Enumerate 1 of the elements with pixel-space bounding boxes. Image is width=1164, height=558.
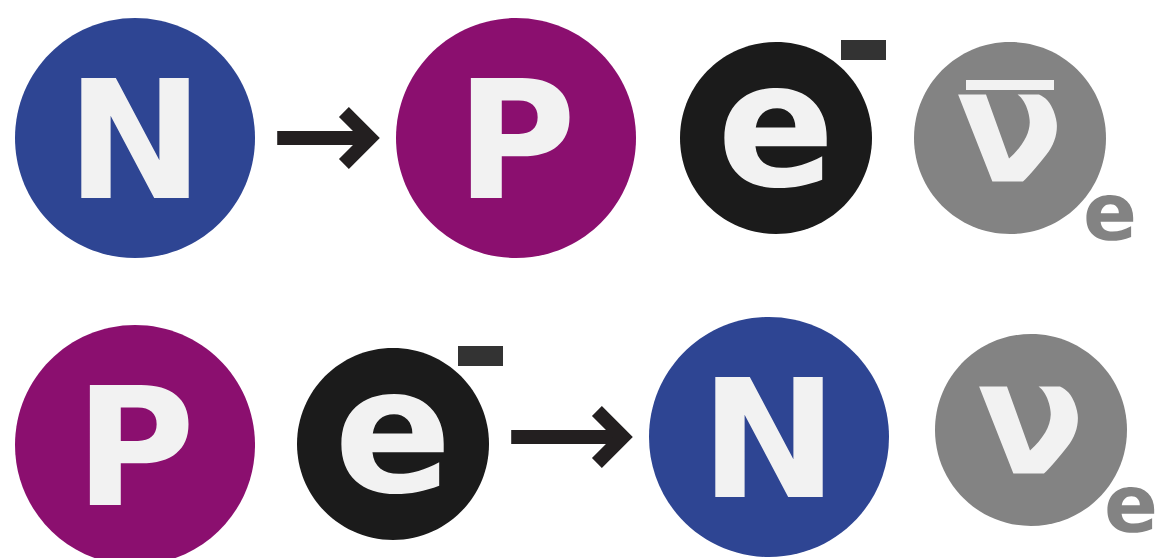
arrow	[511, 406, 633, 468]
